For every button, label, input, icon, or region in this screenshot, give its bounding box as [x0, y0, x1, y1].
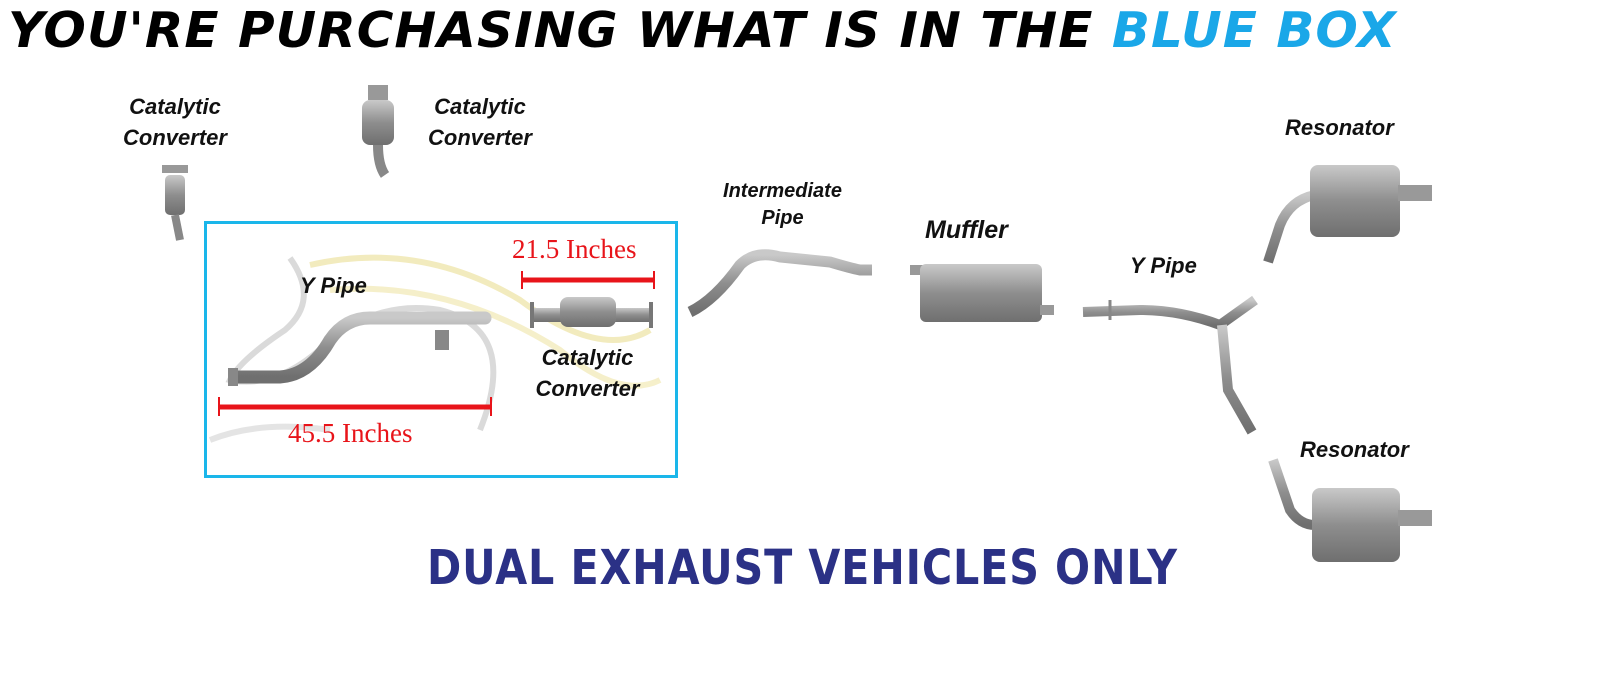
cat-converter-2-image: [362, 85, 394, 178]
resonator-bottom-image: [1268, 458, 1432, 562]
muffler-image: [910, 264, 1054, 322]
label-muffler: Muffler: [925, 216, 1008, 244]
label-resonator-top: Resonator: [1285, 115, 1394, 140]
label-intermediate-pipe: Intermediate Pipe: [723, 180, 842, 229]
cat-converter-1-image: [162, 165, 188, 241]
y-pipe-rear-image: [1082, 295, 1258, 435]
measure-bar-21: [521, 271, 655, 289]
label-cat-converter-2: Catalytic Converter: [428, 94, 532, 150]
label-resonator-bottom: Resonator: [1300, 437, 1409, 462]
resonator-top-image: [1263, 165, 1432, 264]
label-cat-converter-1: Catalytic Converter: [123, 94, 227, 150]
label-y-pipe-rear: Y Pipe: [1130, 253, 1197, 278]
label-cat-converter-box: Catalytic Converter: [535, 345, 640, 401]
measurement-y-pipe: 45.5 Inches: [288, 418, 413, 448]
cat-converter-box-image: [530, 297, 653, 328]
page-title: YOU'RE PURCHASING WHAT IS IN THE BLUE BO…: [8, 2, 1397, 59]
blue-box-highlight: [204, 221, 678, 478]
intermediate-pipe-image: [687, 249, 872, 317]
label-y-pipe-front: Y Pipe: [300, 273, 367, 298]
measurement-cat: 21.5 Inches: [512, 234, 637, 264]
footer-notice: DUAL EXHAUST VEHICLES ONLY: [427, 540, 1178, 596]
y-pipe-front-image: [228, 311, 492, 386]
measure-bar-45: [218, 397, 492, 416]
